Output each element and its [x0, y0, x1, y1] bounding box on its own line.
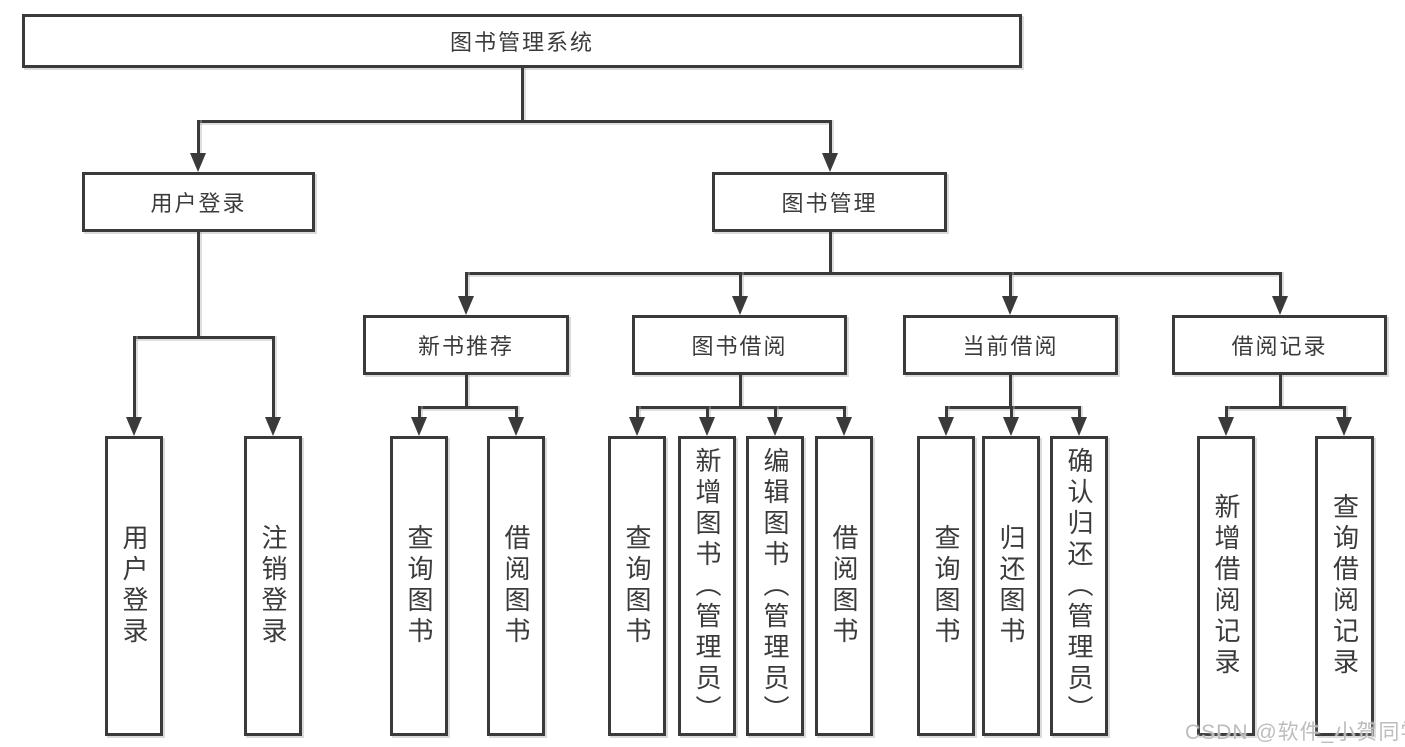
node-leaf-query-record-label: 查询借阅记录 — [1329, 493, 1360, 679]
arrow-down-icon — [190, 153, 206, 172]
node-leaf-borrow-books-1: 借阅图书 — [487, 436, 545, 736]
node-leaf-edit-books: 编辑图书（管理员） — [746, 436, 804, 736]
node-book-mgmt: 图书管理 — [712, 172, 947, 232]
node-book-mgmt-label: 图书管理 — [781, 191, 878, 216]
connector-bar — [418, 406, 518, 409]
arrow-down-icon — [1071, 417, 1087, 436]
node-leaf-borrow-books-2-label: 借阅图书 — [829, 524, 859, 648]
arrow-down-icon — [1002, 296, 1018, 315]
node-leaf-query-books-3-label: 查询图书 — [931, 524, 961, 648]
node-new-book-rec: 新书推荐 — [363, 315, 569, 375]
node-leaf-query-books-1-label: 查询图书 — [404, 524, 434, 648]
connector-stem — [1009, 375, 1012, 409]
arrow-down-icon — [458, 296, 474, 315]
node-root: 图书管理系统 — [22, 14, 1022, 68]
node-leaf-confirm-return-label: 确认归还（管理员） — [1064, 446, 1094, 726]
node-leaf-user-login: 用户登录 — [105, 436, 163, 736]
node-current-borrow-label: 当前借阅 — [962, 334, 1059, 359]
connector-bar — [197, 120, 832, 123]
node-leaf-borrow-books-2: 借阅图书 — [815, 436, 873, 736]
connector-drop — [1343, 406, 1346, 421]
connector-stem — [829, 232, 832, 275]
node-leaf-return-books: 归还图书 — [982, 436, 1040, 736]
connector-bar — [465, 272, 1282, 275]
arrow-down-icon — [836, 417, 852, 436]
node-current-borrow: 当前借阅 — [903, 315, 1118, 375]
connector-drop — [197, 120, 200, 157]
connector-bar — [133, 336, 275, 339]
node-root-label: 图书管理系统 — [449, 30, 594, 55]
connector-drop — [1279, 272, 1282, 300]
node-leaf-add-record: 新增借阅记录 — [1197, 436, 1255, 736]
arrow-down-icon — [699, 417, 715, 436]
node-leaf-logout: 注销登录 — [244, 436, 302, 736]
node-borrow-record-label: 借阅记录 — [1231, 334, 1328, 359]
node-leaf-add-record-label: 新增借阅记录 — [1211, 493, 1241, 679]
arrow-down-icon — [508, 417, 524, 436]
connector-drop — [945, 406, 948, 421]
connector-bar — [1225, 406, 1346, 409]
node-leaf-return-books-label: 归还图书 — [996, 524, 1026, 648]
connector-drop — [829, 120, 832, 157]
arrow-down-icon — [1003, 417, 1019, 436]
node-user-login-label: 用户登录 — [150, 191, 247, 216]
connector-stem — [197, 232, 200, 339]
connector-drop — [1010, 406, 1013, 421]
connector-drop — [418, 406, 421, 421]
arrow-down-icon — [1336, 417, 1352, 436]
connector-drop — [272, 336, 275, 421]
connector-stem — [1279, 375, 1282, 409]
arrow-down-icon — [126, 417, 142, 436]
connector-drop — [515, 406, 518, 421]
node-leaf-borrow-books-1-label: 借阅图书 — [501, 524, 531, 648]
node-leaf-logout-label: 注销登录 — [258, 524, 288, 648]
node-leaf-user-login-label: 用户登录 — [119, 524, 149, 648]
node-book-borrow: 图书借阅 — [632, 315, 847, 375]
connector-drop — [133, 336, 136, 421]
watermark: CSDN @软件_小贺同学 — [1185, 721, 1405, 744]
connector-stem — [465, 375, 468, 409]
arrow-down-icon — [265, 417, 281, 436]
connector-drop — [1225, 406, 1228, 421]
arrow-down-icon — [938, 417, 954, 436]
arrow-down-icon — [767, 417, 783, 436]
arrow-down-icon — [822, 153, 838, 172]
connector-drop — [739, 272, 742, 300]
node-book-borrow-label: 图书借阅 — [691, 334, 788, 359]
connector-drop — [843, 406, 846, 421]
node-leaf-confirm-return: 确认归还（管理员） — [1050, 436, 1108, 736]
connector-drop — [1009, 272, 1012, 300]
node-leaf-query-record: 查询借阅记录 — [1315, 436, 1374, 736]
arrow-down-icon — [732, 296, 748, 315]
arrow-down-icon — [1272, 296, 1288, 315]
connector-stem — [521, 68, 524, 123]
connector-drop — [1078, 406, 1081, 421]
node-leaf-query-books-2-label: 查询图书 — [622, 524, 652, 648]
node-leaf-add-books: 新增图书（管理员） — [678, 436, 736, 736]
arrow-down-icon — [411, 417, 427, 436]
connector-drop — [636, 406, 639, 421]
arrow-down-icon — [629, 417, 645, 436]
connector-drop — [706, 406, 709, 421]
connector-bar — [945, 406, 1081, 409]
node-leaf-edit-books-label: 编辑图书（管理员） — [760, 446, 790, 726]
arrow-down-icon — [1218, 417, 1234, 436]
connector-drop — [774, 406, 777, 421]
node-leaf-query-books-1: 查询图书 — [390, 436, 448, 736]
node-leaf-add-books-label: 新增图书（管理员） — [692, 446, 722, 726]
connector-bar — [636, 406, 846, 409]
node-new-book-rec-label: 新书推荐 — [417, 334, 514, 359]
node-borrow-record: 借阅记录 — [1172, 315, 1387, 375]
connector-drop — [465, 272, 468, 300]
connector-stem — [739, 375, 742, 409]
node-leaf-query-books-2: 查询图书 — [608, 436, 666, 736]
node-user-login: 用户登录 — [82, 172, 315, 232]
node-leaf-query-books-3: 查询图书 — [917, 436, 975, 736]
